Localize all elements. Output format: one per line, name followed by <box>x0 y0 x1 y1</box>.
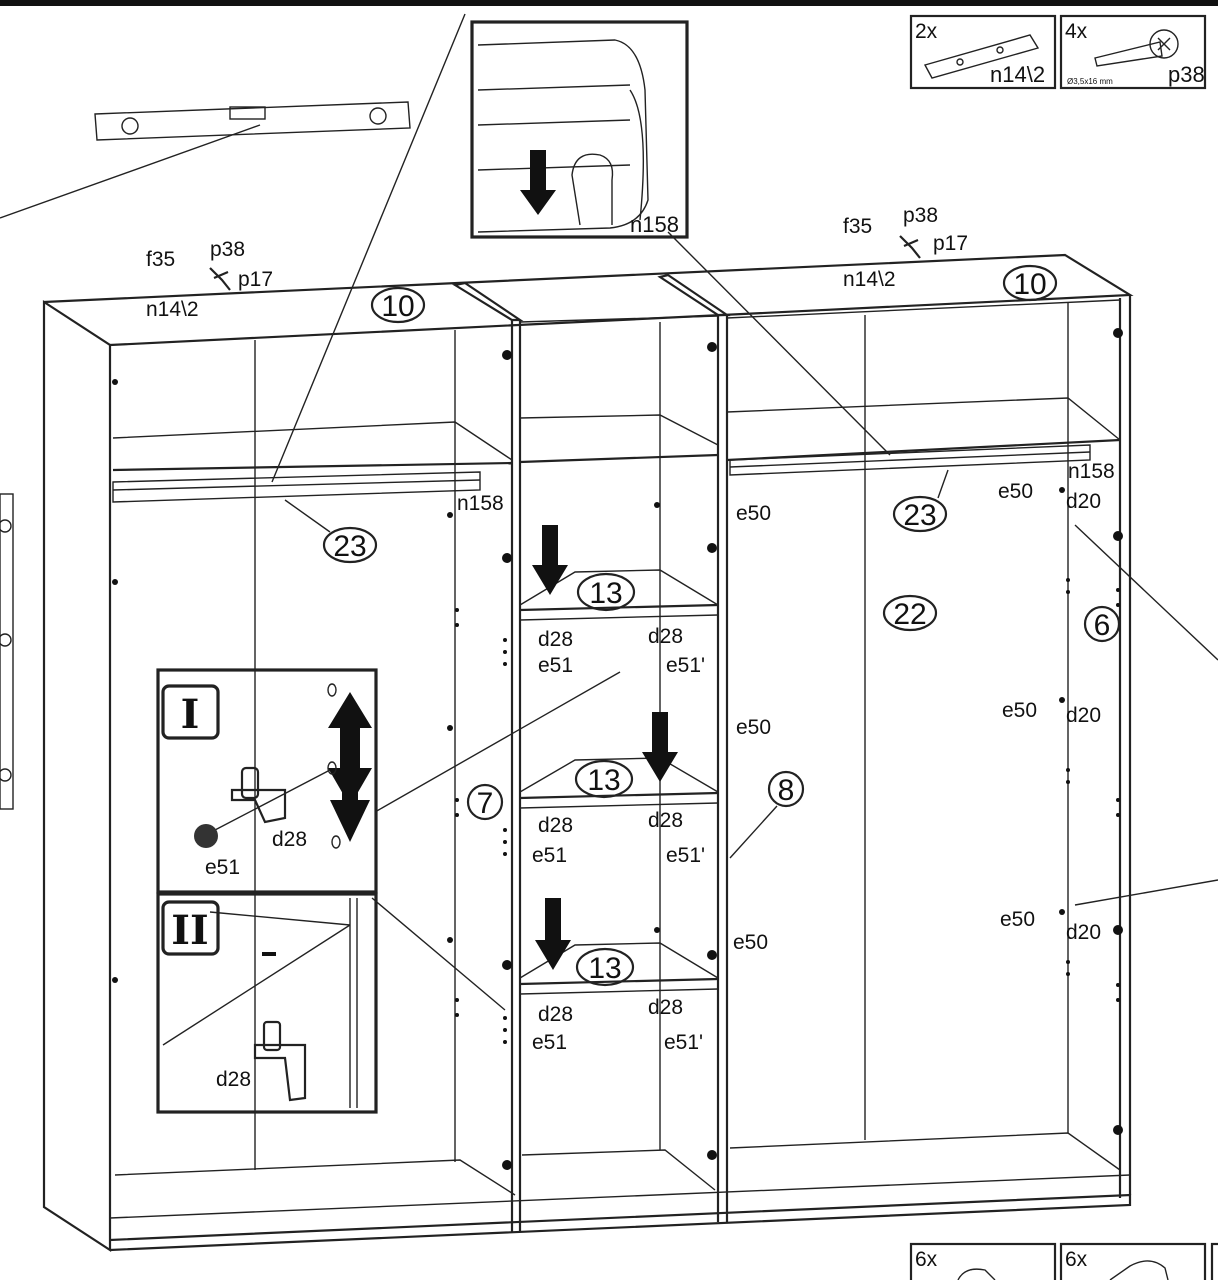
fitting-label: n158 <box>457 492 504 515</box>
part-number: 13 <box>589 577 622 610</box>
fitting-label: p17 <box>238 268 273 291</box>
rail-hardware-right: f35 p38 p17 n14\2 <box>843 204 968 291</box>
bag-quantity: 6x <box>1065 1248 1088 1271</box>
shelf-arrows <box>532 525 678 970</box>
fitting-labels: n158 n158 e50 e50 e50 e50 e50 e50 d20 d2… <box>457 460 1115 1054</box>
fitting-label: e51 <box>538 654 573 677</box>
cam-fittings <box>112 328 1123 1170</box>
fitting-label: n14\2 <box>146 298 199 321</box>
part-number: 10 <box>381 290 414 323</box>
part-number: 10 <box>1013 268 1046 301</box>
part-number: 23 <box>333 530 366 563</box>
fitting-label: d28 <box>538 628 573 651</box>
bag-code: n14\2 <box>990 62 1045 87</box>
fitting-label: e50 <box>998 480 1033 503</box>
fitting-label: d20 <box>1066 921 1101 944</box>
hardware-bag-4: 6x <box>1059 1242 1218 1280</box>
fitting-label: e51 <box>532 844 567 867</box>
wardrobe-carcass <box>42 253 1134 1253</box>
fitting-label: e51' <box>666 844 705 867</box>
part-number-callouts: 10 10 23 23 13 13 13 7 8 22 6 <box>322 264 1121 987</box>
part-number: 8 <box>778 774 795 807</box>
step-number: II <box>171 907 208 954</box>
fitting-label: d28 <box>538 1003 573 1026</box>
bag-caption: Ø3,5x16 mm <box>1067 77 1113 86</box>
fitting-label: e50 <box>1000 908 1035 931</box>
step-panel-2: II d28 <box>156 892 378 1114</box>
fitting-label: e51' <box>666 654 705 677</box>
fitting-label: f35 <box>843 215 872 238</box>
fitting-label: e50 <box>736 716 771 739</box>
fitting-label: d20 <box>1066 704 1101 727</box>
step-number: I <box>181 691 200 738</box>
hardware-bag-1: 2x n14\2 <box>909 14 1057 90</box>
part-number: 23 <box>903 499 936 532</box>
fitting-label: d28 <box>648 996 683 1019</box>
fitting-label: e51 <box>205 856 240 879</box>
fitting-label: e50 <box>736 502 771 525</box>
fitting-label: d28 <box>648 809 683 832</box>
step-panel-1: I d28 e51 <box>156 668 378 894</box>
part-number: 22 <box>893 598 926 631</box>
fitting-label: e51 <box>532 1031 567 1054</box>
part-number: 13 <box>587 764 620 797</box>
hardware-bag-3: 6x <box>909 1242 1057 1280</box>
hardware-bag-2: 4x Ø3,5x16 mm p38 <box>1059 14 1207 90</box>
rail-hardware-left: f35 p38 p17 n14\2 <box>146 238 273 321</box>
fitting-label: d28 <box>216 1068 251 1091</box>
fitting-label: d28 <box>648 625 683 648</box>
part-number: 13 <box>588 952 621 985</box>
fitting-label: d28 <box>538 814 573 837</box>
fitting-label: d28 <box>272 828 307 851</box>
fitting-label: p38 <box>210 238 245 261</box>
spirit-level-icon <box>94 101 411 141</box>
part-number: 7 <box>477 787 494 820</box>
partial-panel-left <box>0 493 14 810</box>
bag-quantity: 6x <box>915 1248 938 1271</box>
fitting-label: e50 <box>733 931 768 954</box>
fitting-label: n14\2 <box>843 268 896 291</box>
bag-quantity: 4x <box>1065 20 1088 43</box>
part-number: 6 <box>1094 609 1111 642</box>
fitting-label: p17 <box>933 232 968 255</box>
fitting-label: e50 <box>1002 699 1037 722</box>
fitting-label: f35 <box>146 248 175 271</box>
rail-bracket-detail: n158 <box>470 20 689 239</box>
fitting-label: n158 <box>630 212 679 237</box>
bag-code: p38 <box>1168 62 1205 87</box>
fitting-label: e51' <box>664 1031 703 1054</box>
bag-quantity: 2x <box>915 20 938 43</box>
fitting-label: n158 <box>1068 460 1115 483</box>
fitting-label: p38 <box>903 204 938 227</box>
fitting-label: d20 <box>1066 490 1101 513</box>
leader-lines <box>0 13 1218 1011</box>
